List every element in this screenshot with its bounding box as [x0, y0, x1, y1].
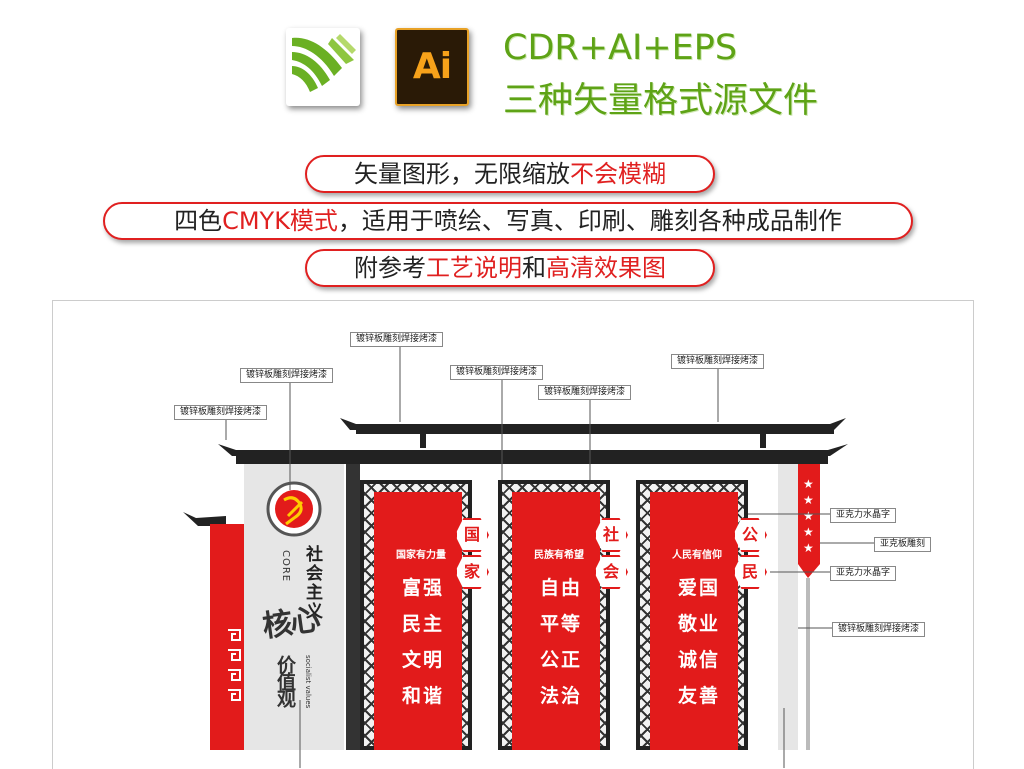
- callout-galvanized: 镀锌板雕刻焊接烤漆: [350, 332, 444, 347]
- banner-highlight: 高清效果图: [546, 254, 666, 282]
- hex-badge: 国: [455, 518, 489, 552]
- callout-acrylic-board: 亚克板雕刻: [874, 537, 932, 552]
- hex-badge: 公: [733, 518, 767, 552]
- callout-galvanized: 镀锌板雕刻焊接烤漆: [174, 405, 268, 420]
- banner-highlight: CMYK模式: [222, 207, 338, 235]
- banner-text: 附参考: [354, 254, 426, 282]
- banner-vector: 矢量图形，无限缩放不会模糊: [305, 155, 715, 193]
- panel-slogan: 人民有信仰: [672, 550, 722, 561]
- socialism-title: 社会主义: [302, 545, 322, 621]
- ai-logo-text: Ai: [412, 46, 452, 87]
- socialist-values-en: socialist values: [304, 655, 312, 709]
- callout-galvanized: 镀锌板雕刻焊接烤漆: [240, 368, 334, 383]
- value-term: 诚信: [678, 649, 721, 671]
- core-en-label: CORE: [280, 550, 291, 583]
- banner-text: 和: [522, 254, 546, 282]
- hex-badge: 家: [455, 555, 489, 589]
- value-term: 文明: [402, 649, 445, 671]
- value-panel-citizen: [650, 492, 738, 750]
- header-title-formats: CDR+AI+EPS: [503, 28, 738, 68]
- callout-galvanized: 镀锌板雕刻焊接烤漆: [832, 622, 926, 637]
- value-term: 爱国: [678, 577, 721, 599]
- panel-slogan: 民族有希望: [534, 550, 584, 561]
- value-term: 敬业: [678, 613, 721, 635]
- header-title-subtitle: 三种矢量格式源文件: [503, 81, 819, 121]
- callout-galvanized: 镀锌板雕刻焊接烤漆: [450, 365, 544, 380]
- drawing-frame: [52, 300, 974, 769]
- hex-badge: 会: [594, 555, 628, 589]
- value-term: 友善: [678, 685, 721, 707]
- value-term: 民主: [402, 613, 445, 635]
- value-term: 法治: [540, 685, 583, 707]
- value-term: 和谐: [402, 685, 445, 707]
- value-term: 平等: [540, 613, 583, 635]
- hexin-calligraphy: 核心: [260, 602, 321, 645]
- value-term: 公正: [540, 649, 583, 671]
- svg-text:★: ★: [803, 493, 814, 507]
- jiazhiguan-calligraphy: 价值观: [274, 655, 296, 706]
- banner-cmyk: 四色CMYK模式，适用于喷绘、写真、印刷、雕刻各种成品制作: [103, 202, 913, 240]
- banner-text: 四色: [174, 207, 223, 235]
- value-panel-society: [512, 492, 600, 750]
- adobe-illustrator-icon: Ai: [395, 28, 469, 106]
- svg-text:★: ★: [803, 477, 814, 491]
- callout-acrylic-crystal: 亚克力水晶字: [830, 508, 897, 523]
- value-term: 富强: [402, 577, 445, 599]
- banner-highlight: 不会模糊: [570, 160, 666, 188]
- hex-badge: 民: [733, 555, 767, 589]
- callout-galvanized: 镀锌板雕刻焊接烤漆: [538, 385, 632, 400]
- svg-text:★: ★: [803, 509, 814, 523]
- banner-process: 附参考工艺说明和高清效果图: [305, 249, 715, 287]
- value-panel-nation: [374, 492, 462, 750]
- svg-text:★: ★: [803, 525, 814, 539]
- banner-highlight: 工艺说明: [426, 254, 522, 282]
- banner-text: 矢量图形，无限缩放: [354, 160, 570, 188]
- svg-text:★: ★: [803, 541, 814, 555]
- value-term: 自由: [540, 577, 583, 599]
- hex-badge: 社: [594, 518, 628, 552]
- banner-text: ，适用于喷绘、写真、印刷、雕刻各种成品制作: [337, 207, 842, 235]
- coreldraw-icon: [286, 28, 360, 106]
- callout-acrylic-crystal: 亚克力水晶字: [830, 566, 897, 581]
- panel-slogan: 国家有力量: [396, 550, 446, 561]
- callout-galvanized: 镀锌板雕刻焊接烤漆: [671, 354, 765, 369]
